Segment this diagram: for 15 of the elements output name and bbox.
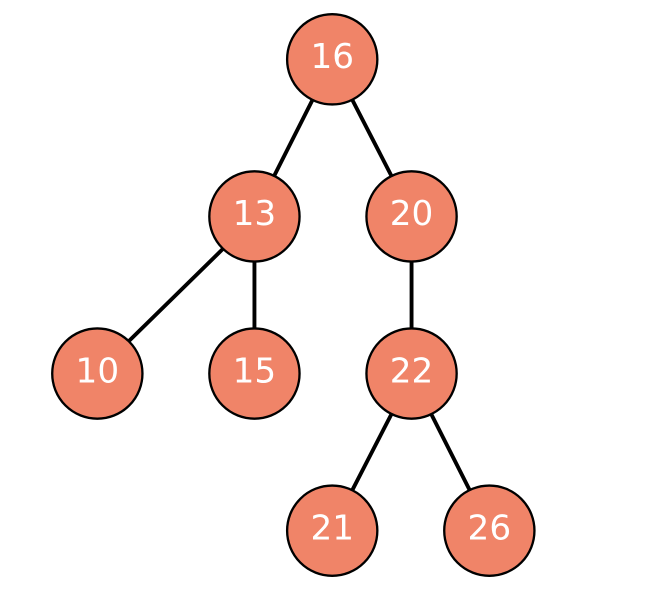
node-circle: 10 <box>51 327 144 420</box>
node-circle: 26 <box>443 484 536 577</box>
node-circle: 13 <box>208 170 301 263</box>
connector <box>410 262 414 328</box>
node-circle: 20 <box>365 170 458 263</box>
node-circle: 22 <box>365 327 458 420</box>
connector <box>272 99 314 177</box>
connector <box>252 262 256 328</box>
connector <box>350 99 394 177</box>
connector <box>430 414 472 491</box>
node-circle: 21 <box>286 484 378 577</box>
node-circle: 15 <box>208 327 301 420</box>
connector <box>350 413 394 491</box>
connector <box>128 248 224 342</box>
node-circle: 16 <box>286 13 378 106</box>
